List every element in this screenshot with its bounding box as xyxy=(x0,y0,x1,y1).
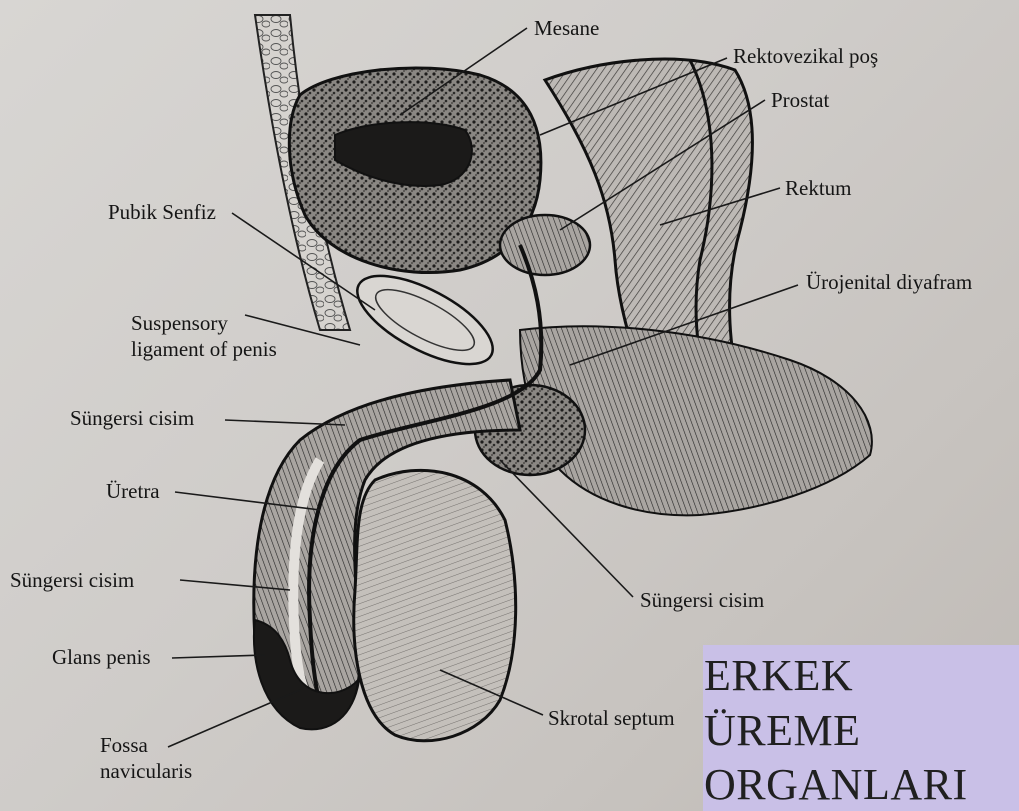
title-line-2: ÜREME xyxy=(704,705,861,756)
prostate-shape xyxy=(500,215,590,275)
label-pubik-senfiz: Pubik Senfiz xyxy=(108,201,216,223)
label-urojenital-diyafram: Ürojenital diyafram xyxy=(806,271,972,293)
label-mesane: Mesane xyxy=(534,17,599,39)
label-fossa-line1: Fossa xyxy=(100,734,148,756)
label-glans-penis: Glans penis xyxy=(52,646,151,668)
label-suspensory-line1: Suspensory xyxy=(131,312,228,334)
title-line-1: ERKEK xyxy=(704,650,853,701)
label-rektum: Rektum xyxy=(785,177,852,199)
pubic-symphysis-shape xyxy=(345,258,506,381)
label-sungersi-cisim-right: Süngersi cisim xyxy=(640,589,764,611)
label-uretra: Üretra xyxy=(106,480,160,502)
title-line-3: ORGANLARI xyxy=(704,759,968,810)
label-skrotal-septum: Skrotal septum xyxy=(548,707,675,729)
label-sungersi-cisim-bottom: Süngersi cisim xyxy=(10,569,134,591)
scrotum-shape xyxy=(354,470,516,740)
label-sungersi-cisim-top: Süngersi cisim xyxy=(70,407,194,429)
label-rektovezikal-pos: Rektovezikal poş xyxy=(733,45,878,67)
label-prostat: Prostat xyxy=(771,89,829,111)
label-fossa-line2: navicularis xyxy=(100,760,192,782)
label-suspensory-line2: ligament of penis xyxy=(131,338,277,360)
